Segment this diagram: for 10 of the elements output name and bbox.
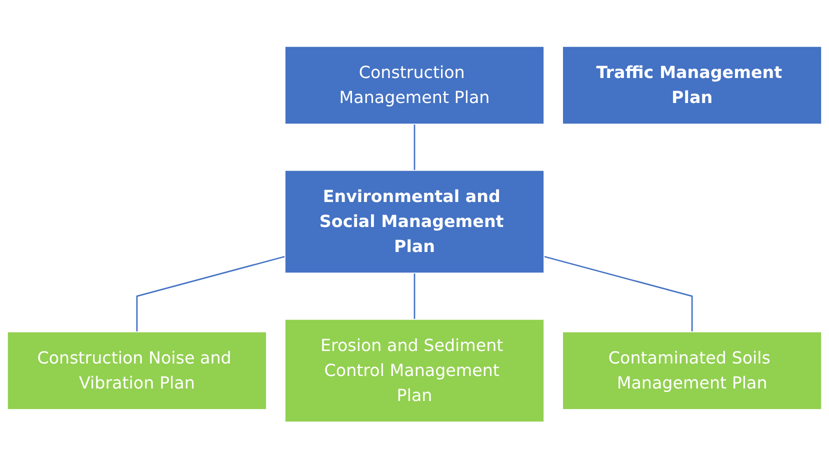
connector — [414, 124, 416, 170]
node-box: Environmental and Social Management Plan — [284, 170, 544, 274]
connector — [136, 256, 286, 332]
node-box: Traffic Management Plan — [562, 46, 822, 124]
connector — [414, 272, 416, 320]
node-box: Contaminated Soils Management Plan — [562, 331, 822, 410]
node-box: Construction Noise and Vibration Plan — [6, 331, 267, 410]
node-box: Erosion and Sediment Control Management Plan — [284, 318, 544, 422]
node-box: Construction Management Plan — [284, 46, 544, 124]
connector — [544, 256, 693, 332]
